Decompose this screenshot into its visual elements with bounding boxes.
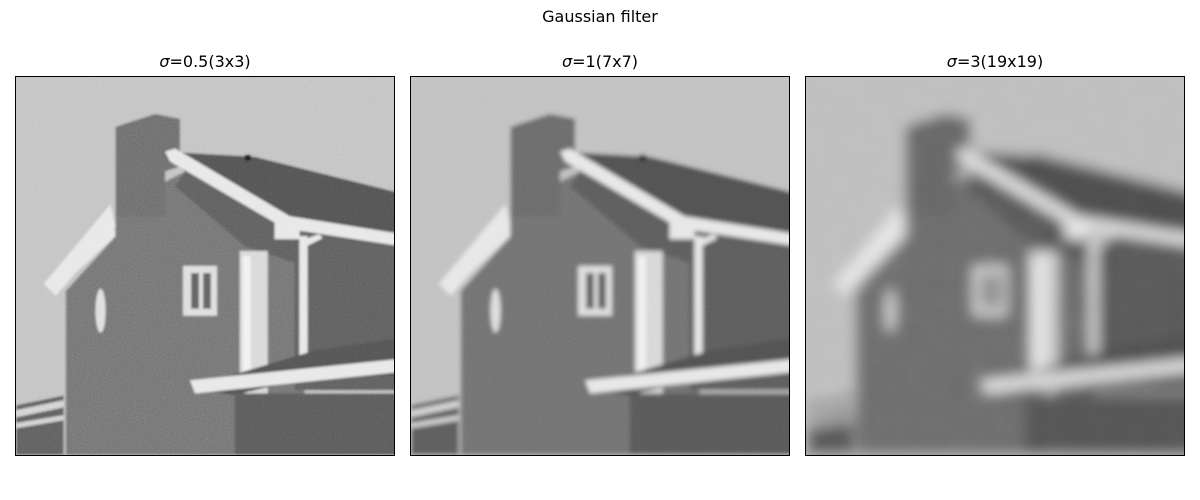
panel-title: σ=3(19x19) bbox=[805, 51, 1185, 73]
house-image bbox=[411, 77, 789, 455]
filtered-image-frame bbox=[15, 76, 395, 456]
panel-title: σ=0.5(3x3) bbox=[15, 51, 395, 73]
panel-sigma-3: σ=3(19x19) bbox=[805, 51, 1185, 456]
panel-title-text: =3(19x19) bbox=[956, 52, 1044, 71]
house-image bbox=[16, 77, 394, 455]
panel-sigma-0-5: σ=0.5(3x3) bbox=[15, 51, 395, 456]
panel-sigma-1: σ=1(7x7) bbox=[410, 51, 790, 456]
sigma-symbol: σ bbox=[561, 52, 573, 71]
sigma-symbol: σ bbox=[159, 52, 170, 71]
panel-title-text: =1(7x7) bbox=[572, 52, 639, 71]
panel-title-text: =0.5(3x3) bbox=[169, 52, 251, 71]
panel-title: σ=1(7x7) bbox=[410, 51, 790, 73]
sigma-symbol: σ bbox=[946, 52, 957, 71]
house-image bbox=[806, 77, 1184, 455]
filtered-image-frame bbox=[410, 76, 790, 456]
figure-title: Gaussian filter bbox=[542, 7, 658, 26]
filtered-image-frame bbox=[805, 76, 1185, 456]
